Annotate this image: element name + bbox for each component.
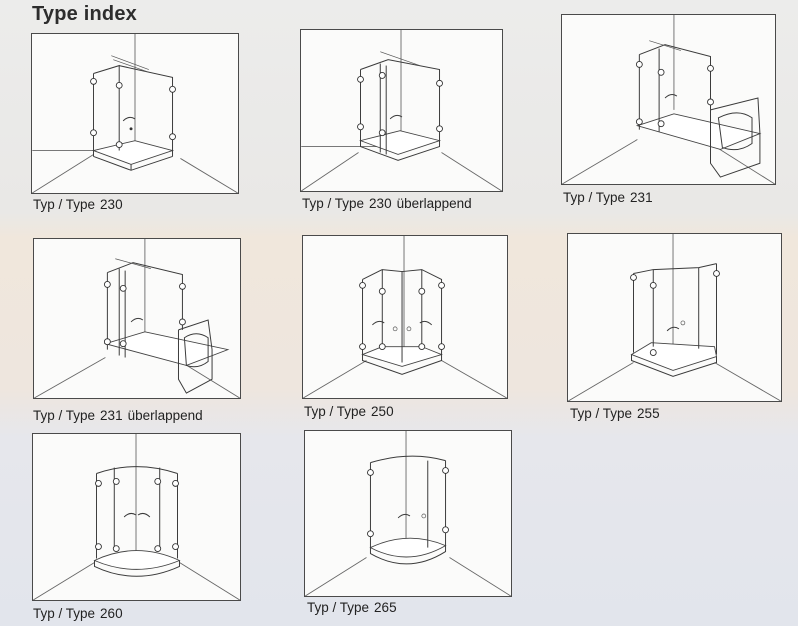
caption-type-255: Typ / Type 255 — [570, 406, 660, 421]
shower-bath-diagram — [562, 15, 775, 184]
caption-prefix: Typ / Type — [33, 408, 96, 423]
page-title: Type index — [32, 3, 137, 25]
illustration-type-231[interactable] — [561, 14, 776, 185]
caption-suffix: überlappend — [396, 196, 472, 211]
illustration-type-250[interactable] — [302, 235, 508, 399]
caption-type-231: Typ / Type 231 — [563, 190, 653, 205]
caption-prefix: Typ / Type — [33, 197, 96, 212]
shower-corner-diagram — [301, 30, 502, 191]
caption-type-265: Typ / Type 265 — [307, 600, 397, 615]
caption-prefix: Typ / Type — [307, 600, 370, 615]
caption-prefix: Typ / Type — [33, 606, 96, 621]
caption-type-230-ueberlappend: Typ / Type 230 überlappend — [302, 196, 472, 211]
shower-bath-diagram — [34, 239, 240, 398]
caption-number: 260 — [100, 606, 123, 621]
caption-type-230: Typ / Type 230 — [33, 197, 123, 212]
illustration-type-260[interactable] — [32, 433, 241, 601]
shower-corner-diagram — [32, 34, 238, 193]
illustration-type-230-ueberlappend[interactable] — [300, 29, 503, 192]
caption-number: 250 — [371, 404, 394, 419]
caption-number: 231 — [630, 190, 653, 205]
caption-number: 230 — [369, 196, 392, 211]
illustration-type-265[interactable] — [304, 430, 512, 597]
caption-type-231-ueberlappend: Typ / Type 231 überlappend — [33, 408, 203, 423]
caption-number: 255 — [637, 406, 660, 421]
shower-pentagon-diagram — [568, 234, 781, 401]
caption-number: 265 — [374, 600, 397, 615]
caption-prefix: Typ / Type — [304, 404, 367, 419]
illustration-type-231-ueberlappend[interactable] — [33, 238, 241, 399]
illustration-type-255[interactable] — [567, 233, 782, 402]
illustration-type-230[interactable] — [31, 33, 239, 194]
caption-prefix: Typ / Type — [570, 406, 633, 421]
caption-number: 231 — [100, 408, 123, 423]
shower-quadrant-diagram — [305, 431, 511, 596]
shower-pentagon-diagram — [303, 236, 507, 398]
caption-prefix: Typ / Type — [563, 190, 626, 205]
shower-quadrant-diagram — [33, 434, 240, 600]
caption-type-260: Typ / Type 260 — [33, 606, 123, 621]
caption-suffix: überlappend — [127, 408, 203, 423]
caption-type-250: Typ / Type 250 — [304, 404, 394, 419]
caption-prefix: Typ / Type — [302, 196, 365, 211]
caption-number: 230 — [100, 197, 123, 212]
